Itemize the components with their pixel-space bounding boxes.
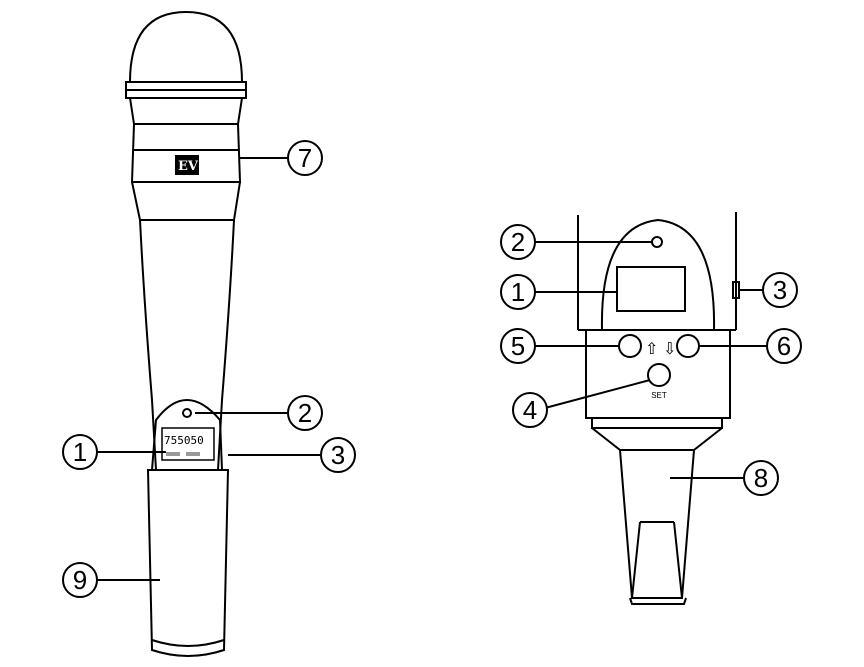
mic-callouts (63, 141, 355, 597)
callout-mic-3: 3 (331, 440, 345, 470)
callout-detail-2: 2 (511, 227, 525, 257)
grille-ring-lower (126, 90, 246, 98)
callout-detail-3: 3 (773, 275, 787, 305)
callout-detail-8: 8 (754, 463, 768, 493)
callout-mic-1: 1 (73, 437, 87, 467)
callout-detail-4: 4 (523, 395, 537, 425)
mic-grille (130, 12, 242, 82)
set-button-label: SET (651, 391, 667, 400)
mic-led (183, 409, 191, 417)
callout-detail-5: 5 (511, 331, 525, 361)
mic-grip (148, 470, 228, 656)
down-arrow-icon: ⇩ (663, 341, 676, 358)
detail-lcd-display (617, 267, 685, 311)
callout-detail-1: 1 (511, 277, 525, 307)
callout-detail-6: 6 (777, 331, 791, 361)
detail-callouts (501, 225, 801, 495)
down-button (677, 335, 699, 357)
mic-leader-lines (98, 158, 320, 580)
up-button (619, 335, 641, 357)
lower-housing (592, 428, 722, 598)
lcd-segment (186, 452, 200, 456)
set-button (648, 364, 670, 386)
grille-ring (126, 82, 246, 90)
callout-mic-9: 9 (73, 565, 87, 595)
lcd-segment (166, 452, 180, 456)
up-arrow-icon: ⇧ (645, 341, 658, 358)
ev-logo: EV (178, 159, 199, 174)
handheld-microphone (126, 12, 246, 656)
mic-lcd-reading: 755050 (164, 434, 204, 447)
callout-mic-2: 2 (298, 398, 312, 428)
callout-mic-7: 7 (298, 143, 312, 173)
detail-led (652, 237, 662, 247)
